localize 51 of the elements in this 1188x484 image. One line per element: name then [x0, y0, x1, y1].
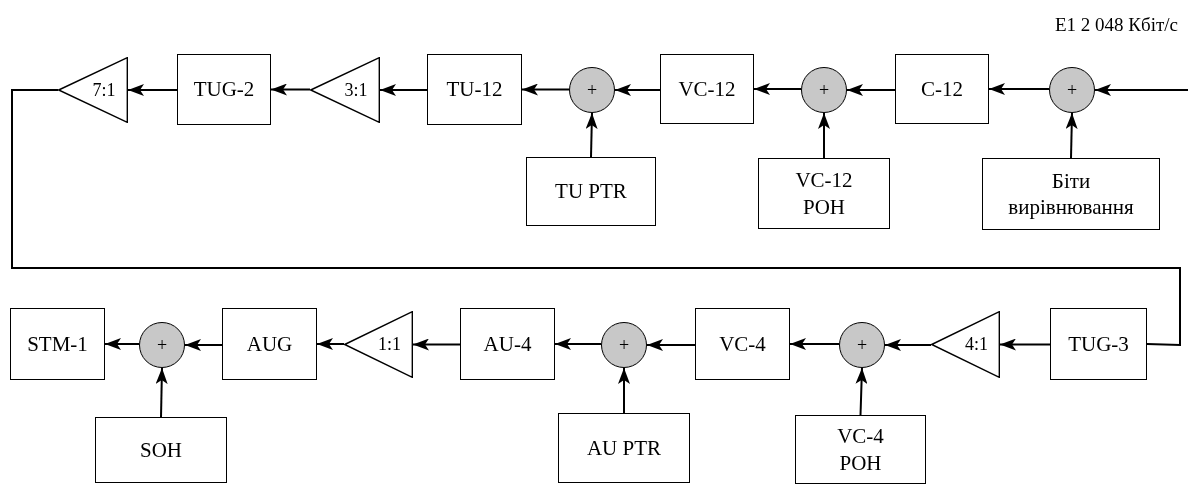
summing-circle: +	[839, 322, 885, 368]
process-box: TUG-2	[177, 54, 271, 125]
summing-circle: +	[601, 322, 647, 368]
arrow	[988, 83, 1050, 95]
arrow	[379, 84, 428, 96]
arrow	[846, 84, 896, 96]
arrow	[316, 338, 345, 350]
process-box: TU-12	[427, 54, 522, 125]
arrow	[884, 339, 932, 351]
arrow	[999, 338, 1051, 351]
process-box: AU PTR	[558, 413, 690, 483]
process-box: VC-4	[695, 308, 790, 380]
arrow	[585, 112, 598, 158]
process-box: TU PTR	[526, 157, 656, 226]
arrow	[104, 338, 140, 350]
arrow	[614, 84, 661, 96]
process-box: C-12	[895, 54, 989, 124]
arrow	[155, 367, 168, 418]
arrow	[521, 83, 570, 96]
connector-line	[11, 89, 1181, 347]
arrow	[1094, 84, 1188, 96]
process-box: VC-12 POH	[758, 158, 890, 229]
arrow	[753, 83, 802, 95]
multiplexer-triangle: 4:1	[931, 311, 1000, 378]
process-box: VC-4 POH	[795, 415, 926, 484]
process-box: SOH	[95, 417, 227, 483]
arrow	[412, 338, 461, 351]
arrow	[646, 339, 696, 351]
process-box: STM-1	[10, 308, 105, 380]
multiplexer-triangle: 7:1	[58, 57, 128, 123]
multiplexer-triangle: 1:1	[344, 311, 413, 378]
rate-label: E1 2 048 Кбіт/с	[1055, 14, 1178, 36]
process-box: VC-12	[660, 54, 754, 124]
arrow	[184, 339, 223, 351]
process-box: AU-4	[460, 308, 555, 380]
arrow	[855, 367, 868, 416]
summing-circle: +	[1049, 67, 1095, 113]
summing-circle: +	[569, 67, 615, 113]
arrow	[127, 84, 178, 96]
arrow	[1065, 112, 1078, 159]
multiplexer-triangle: 3:1	[310, 57, 380, 123]
process-box: TUG-3	[1050, 308, 1147, 380]
summing-circle: +	[801, 67, 847, 113]
arrow	[789, 338, 840, 350]
process-box: Біти вирівнювання	[982, 158, 1160, 230]
summing-circle: +	[139, 322, 185, 368]
arrow	[818, 112, 830, 159]
arrow	[554, 338, 602, 350]
arrow	[270, 83, 311, 96]
process-box: AUG	[222, 308, 317, 380]
arrow	[618, 367, 630, 414]
